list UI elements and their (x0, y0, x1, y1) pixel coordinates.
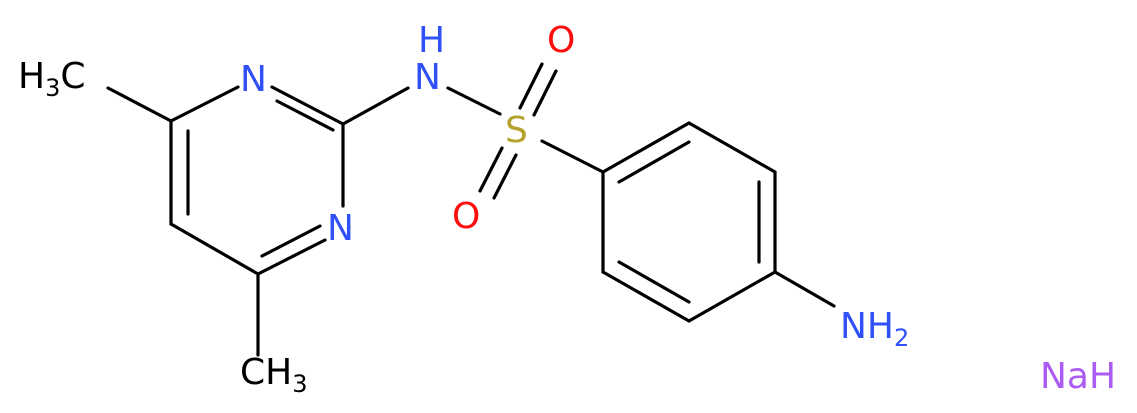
bond-c2-nh (341, 86, 410, 126)
bond-s-o-bottom-a (478, 146, 504, 193)
oxygen-bottom: O (452, 196, 480, 237)
bond-bz-2-3 (687, 121, 777, 174)
bond-bz-4-5 (687, 270, 777, 323)
bond-bz-nh2 (773, 270, 836, 308)
sulfonamide-nitrogen-h: H (418, 20, 445, 61)
bond-bz-5-6-double (617, 260, 691, 304)
bond-n1-c6-double (260, 224, 322, 258)
methyl-top-sub: 3 (45, 74, 60, 102)
bond-n3-c2 (270, 85, 345, 126)
bonds (106, 62, 836, 357)
bond-bz-1-2 (601, 121, 691, 174)
methyl-top-label: H3C (18, 56, 86, 102)
bond-s-benzene (540, 139, 605, 174)
methyl-top-h: H (18, 56, 45, 97)
methyl-bottom-sub: 3 (292, 370, 307, 398)
bond-c6-c5 (169, 222, 260, 276)
bond-n3-c2-double (275, 99, 335, 132)
ring-nitrogen-top: N (240, 59, 267, 100)
atom-labels: H3C N N CH3 H N S O O NH2 NaH (18, 20, 1116, 398)
bond-bz-5-6 (601, 270, 691, 323)
amine-sub: 2 (894, 324, 909, 352)
bond-n1-c6 (256, 238, 327, 276)
bond-c4-n3 (169, 85, 240, 123)
bond-methyl-top (106, 86, 173, 123)
sodium-hydride-label: NaH (1040, 356, 1116, 397)
bond-bz-1-2-double (617, 140, 691, 184)
methyl-bottom-label: CH3 (240, 352, 308, 398)
bond-s-o-top-a (518, 62, 544, 110)
ring-nitrogen-bottom: N (327, 208, 354, 249)
sulfur-atom: S (505, 110, 528, 151)
sulfonamide-nitrogen: N (414, 57, 441, 98)
methyl-bottom-ch: CH (240, 352, 292, 393)
methyl-top-c: C (60, 56, 85, 97)
bond-s-o-top-b (532, 69, 558, 117)
bond-nh-s (446, 86, 502, 116)
amine-label: NH2 (840, 306, 909, 352)
oxygen-top: O (547, 20, 575, 61)
bond-s-o-bottom-b (492, 153, 518, 200)
amine-nh: NH (840, 306, 894, 347)
